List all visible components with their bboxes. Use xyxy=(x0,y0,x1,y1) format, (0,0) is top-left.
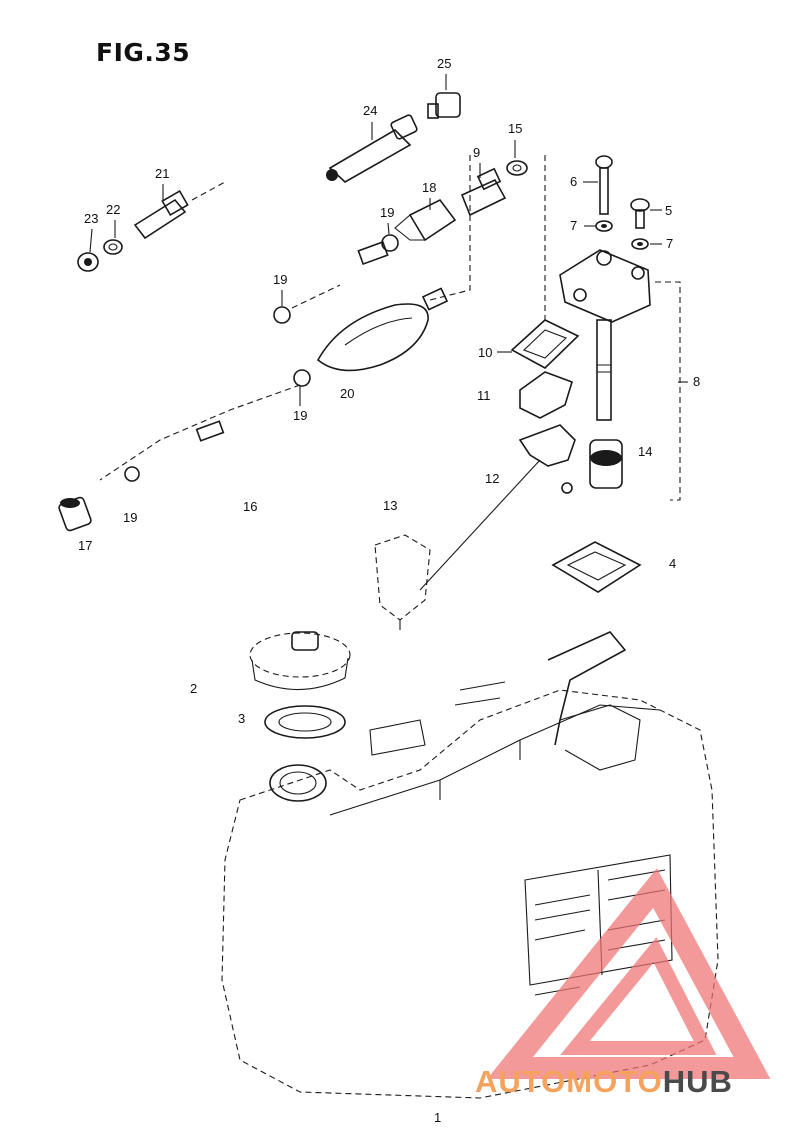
cap-gasket xyxy=(264,705,346,739)
callout-23: 23 xyxy=(84,211,98,226)
callout-2: 2 xyxy=(190,681,197,696)
washer-22 xyxy=(103,239,123,255)
callout-11: 11 xyxy=(477,388,491,403)
callout-25: 25 xyxy=(437,56,451,71)
fuel-tank xyxy=(221,631,719,1099)
callout-6: 6 xyxy=(570,174,577,189)
callout-4: 4 xyxy=(669,556,676,571)
washer-7-right xyxy=(631,238,649,250)
nut-23 xyxy=(77,252,99,272)
primer-bulb xyxy=(316,287,449,372)
callout-8: 8 xyxy=(693,374,700,389)
watermark-text: AUTOMOTOHUB xyxy=(475,1064,733,1099)
callout-5: 5 xyxy=(665,203,672,218)
adaptor-25 xyxy=(427,92,461,119)
watermark-text-part2: HUB xyxy=(663,1064,733,1099)
screw-6 xyxy=(595,155,613,215)
fuel-gauge-assembly xyxy=(559,249,681,501)
connector-9 xyxy=(460,167,507,217)
gasket-10 xyxy=(510,319,580,369)
clip-19-hose xyxy=(124,466,140,482)
connector-18 xyxy=(394,198,457,242)
figure-title: FIG.35 xyxy=(96,38,191,67)
fuel-cap xyxy=(249,631,351,691)
clip-19-lower xyxy=(293,369,311,387)
watermark-text-part1: AUTOMOTO xyxy=(475,1064,663,1099)
callout-24: 24 xyxy=(363,103,377,118)
clip-19-left xyxy=(273,284,341,324)
callout-7-left: 7 xyxy=(570,218,577,233)
callout-21: 21 xyxy=(155,166,169,181)
callout-20: 20 xyxy=(340,386,354,401)
bracket-12 xyxy=(419,424,576,591)
callout-17: 17 xyxy=(78,538,92,553)
callout-labels: 25 24 15 9 21 18 6 5 22 23 19 7 7 19 10 … xyxy=(78,56,700,1125)
connector-21 xyxy=(133,181,226,240)
hose-fitting-17 xyxy=(58,496,92,532)
callout-16: 16 xyxy=(243,499,257,514)
callout-3: 3 xyxy=(238,711,245,726)
callout-14: 14 xyxy=(638,444,652,459)
connector-24 xyxy=(326,114,418,183)
cover-11 xyxy=(519,371,573,419)
screw-5 xyxy=(630,198,650,229)
clip-19-upper xyxy=(357,234,399,266)
callout-18: 18 xyxy=(422,180,436,195)
callout-19-hose: 19 xyxy=(123,510,137,525)
callout-19-left: 19 xyxy=(273,272,287,287)
watermark-triangle-inner xyxy=(560,937,717,1055)
washer-15 xyxy=(506,160,528,176)
callout-13: 13 xyxy=(383,498,397,513)
watermark-logo xyxy=(487,868,771,1079)
watermark-triangle-outer xyxy=(487,868,771,1079)
callout-19-lower: 19 xyxy=(293,408,307,423)
callout-10: 10 xyxy=(478,345,492,360)
callout-19-upper: 19 xyxy=(380,205,394,220)
callout-12: 12 xyxy=(485,471,499,486)
leader-lines xyxy=(89,74,688,406)
callout-15: 15 xyxy=(508,121,522,136)
callout-7-right: 7 xyxy=(666,236,673,251)
callout-22: 22 xyxy=(106,202,120,217)
fuel-hose xyxy=(99,384,301,481)
callout-9: 9 xyxy=(473,145,480,160)
callout-1: 1 xyxy=(434,1110,441,1125)
gauge-float xyxy=(589,439,623,489)
gasket-4 xyxy=(551,541,642,593)
pickup-13 xyxy=(374,534,431,630)
guide-line-1 xyxy=(429,155,471,301)
washer-7-left xyxy=(595,220,613,232)
